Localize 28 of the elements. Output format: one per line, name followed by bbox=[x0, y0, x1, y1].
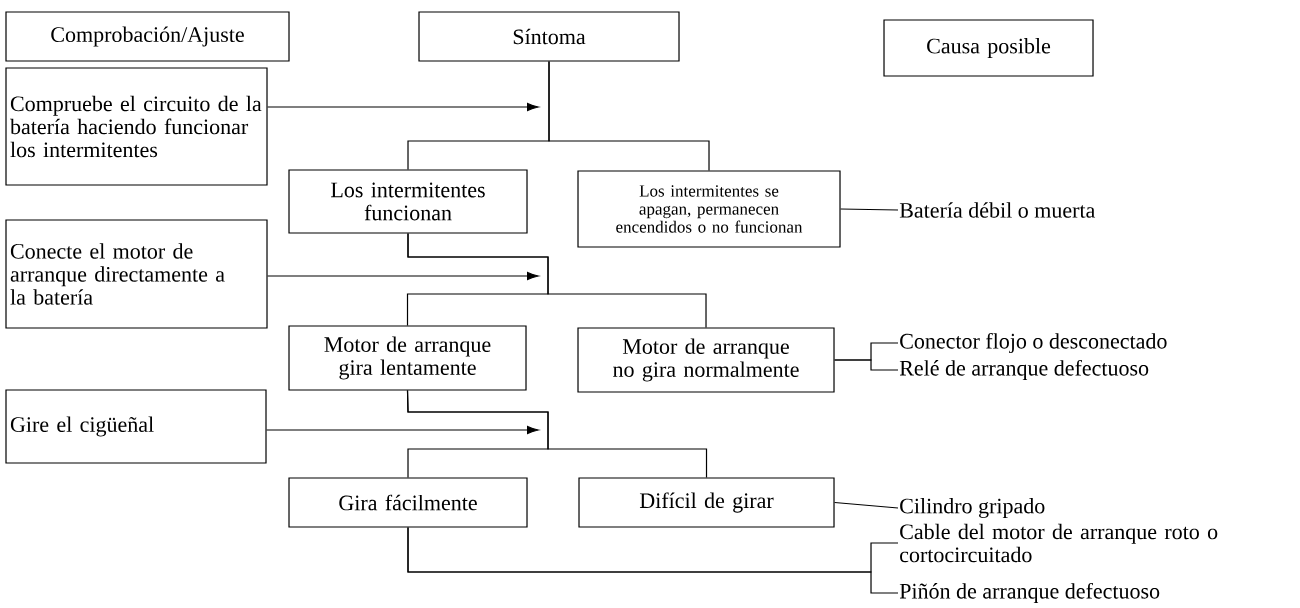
connector-line bbox=[407, 233, 707, 328]
symptom-box: Los intermitentes funcionan bbox=[288, 169, 528, 234]
connector-line bbox=[407, 527, 899, 594]
instruction-box: Gire el cigüeñal bbox=[5, 389, 267, 464]
connector-line bbox=[834, 501, 899, 509]
connector-line bbox=[406, 390, 708, 478]
symptom-box: Gira fácilmente bbox=[288, 477, 528, 528]
connector-line bbox=[548, 61, 710, 171]
column-header: Comprobación/Ajuste bbox=[5, 11, 290, 62]
cause-text: Cilindro gripado bbox=[900, 498, 1045, 518]
connector-line bbox=[834, 359, 899, 371]
connector-line bbox=[840, 208, 899, 211]
cause-text: Piñón de arranque defectuoso bbox=[899, 582, 1160, 604]
cause-text: Relé de arranque defectuoso bbox=[899, 359, 1149, 381]
arrow bbox=[267, 102, 539, 112]
cause-text: Conector flojo o desconectado bbox=[900, 332, 1167, 354]
instruction-box: Conecte el motor de arranque directamente a la batería bbox=[5, 219, 268, 329]
symptom-box: Motor de arranque no gira normalmente bbox=[577, 327, 835, 393]
column-header: Causa posible bbox=[883, 19, 1094, 77]
symptom-box: Los intermitentes se apagan, permanecen encendidos o no funcionan bbox=[577, 170, 841, 248]
cause-text: Cable del motor de arranque roto o cortocircuitado bbox=[900, 523, 1218, 563]
cause-text: Batería débil o muerta bbox=[899, 202, 1096, 218]
arrow bbox=[266, 425, 539, 435]
symptom-box: Difícil de girar bbox=[578, 477, 835, 528]
arrow bbox=[267, 271, 539, 281]
symptom-box: Motor de arranque gira lentamente bbox=[288, 325, 527, 391]
instruction-box: Compruebe el circuito de la batería haciendo funcionar los intermitentes bbox=[5, 67, 268, 186]
column-header: Síntoma bbox=[418, 11, 680, 62]
